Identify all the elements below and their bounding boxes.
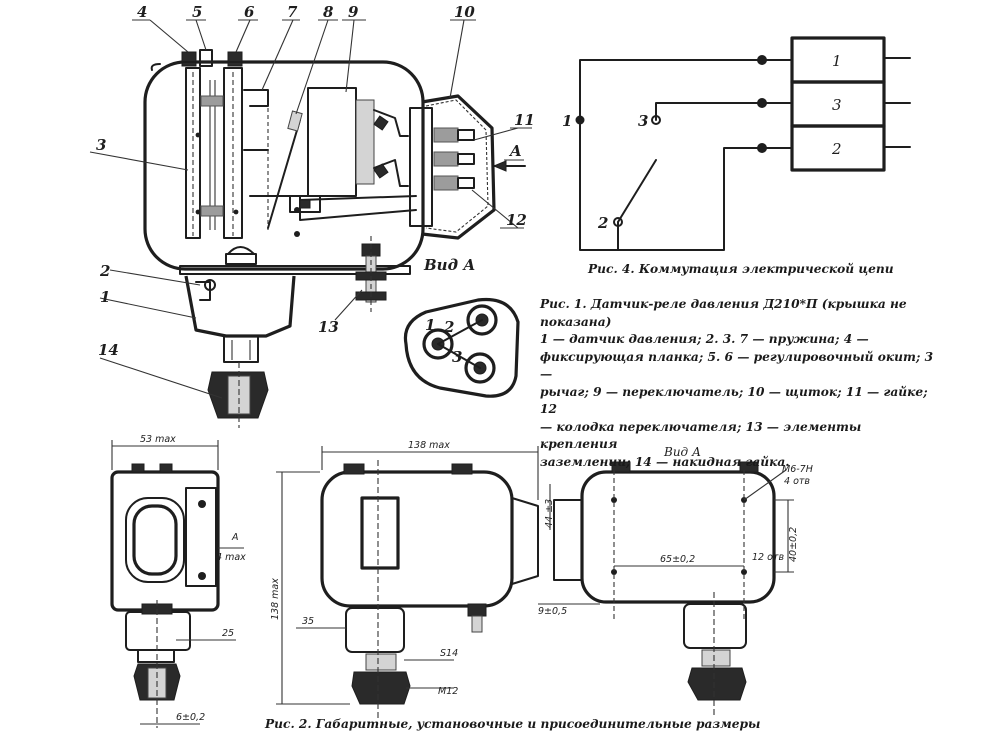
circuit-node-2 [613,217,623,227]
dim-4: 4 max [216,552,246,563]
front-view-body [320,470,514,608]
caption-fig1-line: 1 — датчик давления; 2. 3. 7 — пружина; … [540,332,869,346]
circuit-node-label-3: 3 [638,112,648,130]
arrow-label-a: A [508,142,522,160]
callout-6: 6 [244,3,255,21]
dim-35: 35 [302,616,314,627]
callout-5: 5 [192,3,202,21]
terminal-3 [464,352,496,384]
view-a-small-label: Вид А [663,445,701,459]
callout-12: 12 [506,211,527,229]
fig4-circuit-diagram: 1 3 2 1 3 2 [562,36,911,251]
shield-10 [421,94,496,240]
callout-1: 1 [100,288,110,306]
terminal-block-12 [409,107,433,227]
dim-138-height: 138 max [270,578,281,620]
dim-12: 12 отв [752,552,784,563]
dim-m6: M6-7H [782,464,813,475]
callout-4: 4 [137,3,147,21]
callout-14: 14 [98,341,119,359]
wire-3 [655,102,763,121]
view-a-terminal-plate [403,297,520,398]
terminal-label-3: 3 [452,348,462,366]
caption-fig1-line: показана) [540,314,612,329]
dim-25: 25 [222,628,234,639]
dim-6: 6±0,2 [176,712,205,723]
terminal-label-1: 1 [425,316,435,334]
circuit-node-box1 [757,55,767,65]
circuit-node-box2 [757,143,767,153]
dim-65: 65±0,2 [660,554,695,565]
side-view-body [110,470,220,612]
switch-contact [617,159,657,223]
view-a-body [580,470,776,604]
circuit-box-label-3: 3 [832,96,842,114]
callout-8: 8 [323,3,334,21]
pressure-sensor-1 [184,275,296,338]
lever-rod [267,119,301,229]
callout-10: 10 [454,3,475,21]
circuit-node-label-1: 1 [562,112,572,130]
dim-m6-holes: 4 отв [784,476,810,487]
view-a-label: Вид А [423,256,475,274]
callout-9: 9 [348,3,359,21]
caption-fig2: Рис. 2. Габаритные, установочные и присо… [265,717,761,731]
dim-53: 53 max [140,434,176,445]
dim-44: 44 ±3 [544,499,555,528]
caption-fig1-line: Рис. 1. Датчик-реле давления Д210*П (кры… [540,297,907,311]
lever-bracket [243,89,269,107]
dim-138-width: 138 max [408,440,450,451]
caption-fig1-line: заземлении; 14 — накидная гайка. [540,454,790,469]
caption-fig1: Рис. 1. Датчик-реле давления Д210*П (кры… [540,296,940,471]
terminal-2 [466,304,498,336]
caption-fig1-line: фиксирующая планка; 5. 6 — регулировочны… [540,349,934,382]
caption-fig4: Рис. 4. Коммутация электрической цепи [588,262,894,276]
callout-11: 11 [514,111,535,129]
caption-fig1-line: рычаг; 9 — переключатель; 10 — щиток; 11… [540,384,928,417]
callout-13: 13 [318,318,339,336]
sensor-base-plate [179,265,411,275]
wire-1-2 [579,59,763,251]
sensor-neck [223,335,259,363]
circuit-node-3 [651,115,661,125]
callout-3: 3 [96,136,106,154]
dim-9: 9±0,5 [538,606,567,617]
sensor-housing [143,60,425,271]
fig2-dimension-drawing: 53 max 25 4 max A 6±0,2 138 max 138 max … [110,434,813,728]
fig1-sensor-drawing: 4 5 6 7 8 9 10 11 12 3 2 1 14 13 A Вид А… [89,3,535,428]
dim-40: 40±0,2 [788,527,799,562]
dim-m12: M12 [438,686,458,697]
front-view-nut [351,671,411,705]
screw-6 [227,51,243,67]
circuit-node-label-2: 2 [597,214,608,232]
terminal-1 [422,328,454,360]
terminal-label-2: 2 [443,318,454,336]
spring-column-left [185,67,201,239]
callout-2: 2 [99,262,110,280]
screw-4 [181,51,197,67]
circuit-node-box3 [757,98,767,108]
circuit-box-label-1: 1 [832,52,842,70]
caption-fig1-line: — колодка переключателя; 13 — элементы к… [540,419,862,452]
switch-body [307,87,357,197]
front-view-window [360,496,400,570]
dim-a-arrow: A [231,532,239,543]
callout-7: 7 [287,3,298,21]
dim-s14: S14 [440,648,458,659]
spring-column-right [223,67,243,239]
circuit-box-label-2: 2 [831,140,842,158]
circuit-node-1 [575,115,585,125]
